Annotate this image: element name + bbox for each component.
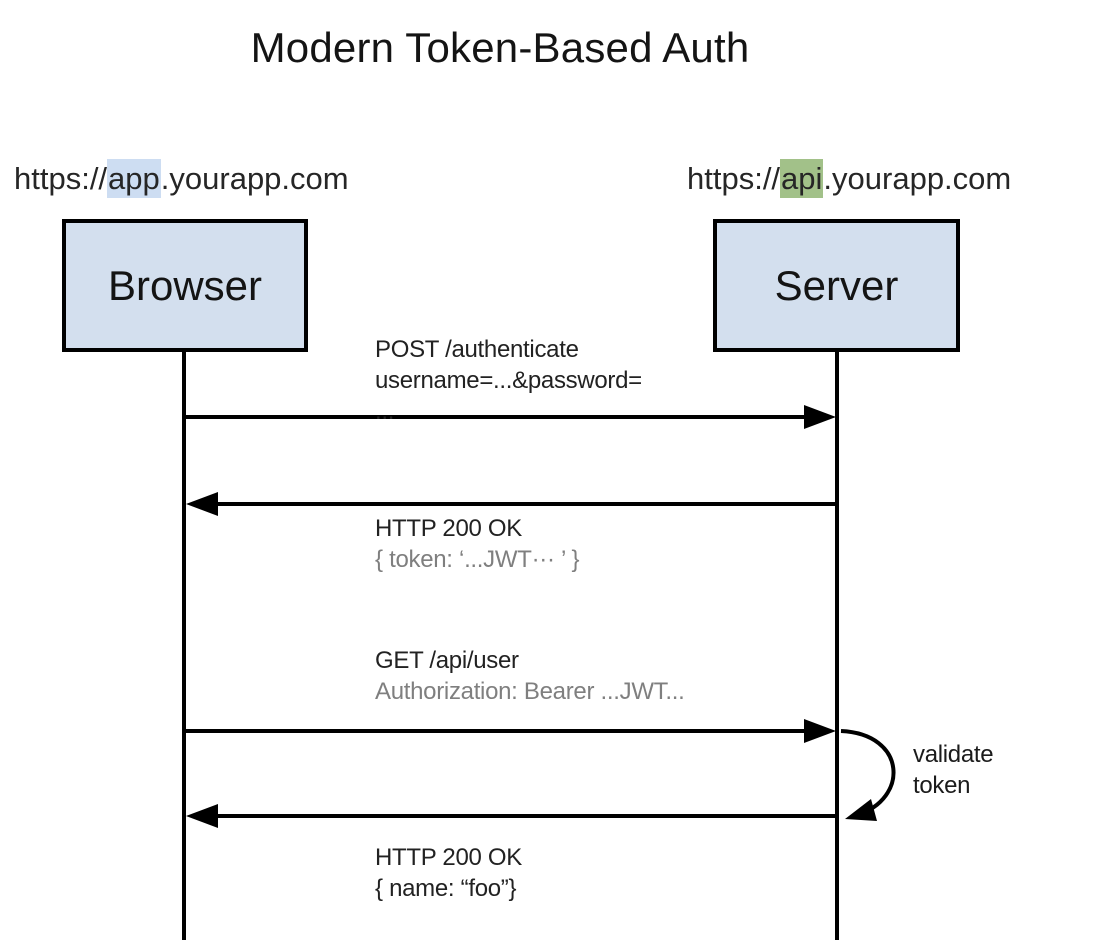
server-url-prefix: https:// <box>687 161 781 196</box>
token-response-label: HTTP 200 OK { token: ‘...JWT··· ’ } <box>375 513 580 575</box>
validate-token-label: validate token <box>913 739 994 801</box>
self-loop-arrowhead-icon <box>845 799 877 821</box>
final-response-label: HTTP 200 OK { name: “foo”} <box>375 842 522 904</box>
browser-url-suffix: .yourapp.com <box>160 161 349 196</box>
msg-line: HTTP 200 OK <box>375 515 522 542</box>
browser-box-label: Browser <box>107 261 263 309</box>
msg-line: { name: “foo”} <box>375 875 517 902</box>
api-subdomain-highlight: api <box>780 159 824 198</box>
msg-line-muted: { token: ‘...JWT··· ’ } <box>375 546 580 573</box>
msg-line: username=...&password= <box>375 367 642 394</box>
token-response-arrow <box>186 492 837 516</box>
get-user-label: GET /api/user Authorization: Bearer ...J… <box>375 645 685 707</box>
msg-line: ... <box>375 398 395 425</box>
post-authenticate-arrow <box>184 405 836 429</box>
server-url-suffix: .yourapp.com <box>823 161 1012 196</box>
get-user-arrow <box>184 719 836 743</box>
msg-line: HTTP 200 OK <box>375 844 522 871</box>
arrowhead-right-icon <box>804 719 836 743</box>
final-response-arrow <box>186 804 837 828</box>
arrowhead-left-icon <box>186 804 218 828</box>
arrowhead-left-icon <box>186 492 218 516</box>
validate-self-loop <box>840 729 896 821</box>
browser-url: https://app.yourapp.com <box>14 159 349 198</box>
post-authenticate-label: POST /authenticate username=...&password… <box>375 334 642 427</box>
msg-line-muted: Authorization: Bearer ...JWT... <box>375 678 685 705</box>
browser-box: Browser <box>62 219 308 352</box>
browser-url-prefix: https:// <box>14 161 108 196</box>
diagram-title: Modern Token-Based Auth <box>250 24 750 71</box>
msg-line: POST /authenticate <box>375 336 579 363</box>
msg-line: token <box>913 772 971 799</box>
arrowhead-right-icon <box>804 405 836 429</box>
server-url: https://api.yourapp.com <box>687 159 1012 198</box>
msg-line: validate <box>913 741 994 768</box>
msg-line: GET /api/user <box>375 647 519 674</box>
server-box: Server <box>713 219 960 352</box>
app-subdomain-highlight: app <box>107 159 161 198</box>
server-box-label: Server <box>774 261 899 309</box>
